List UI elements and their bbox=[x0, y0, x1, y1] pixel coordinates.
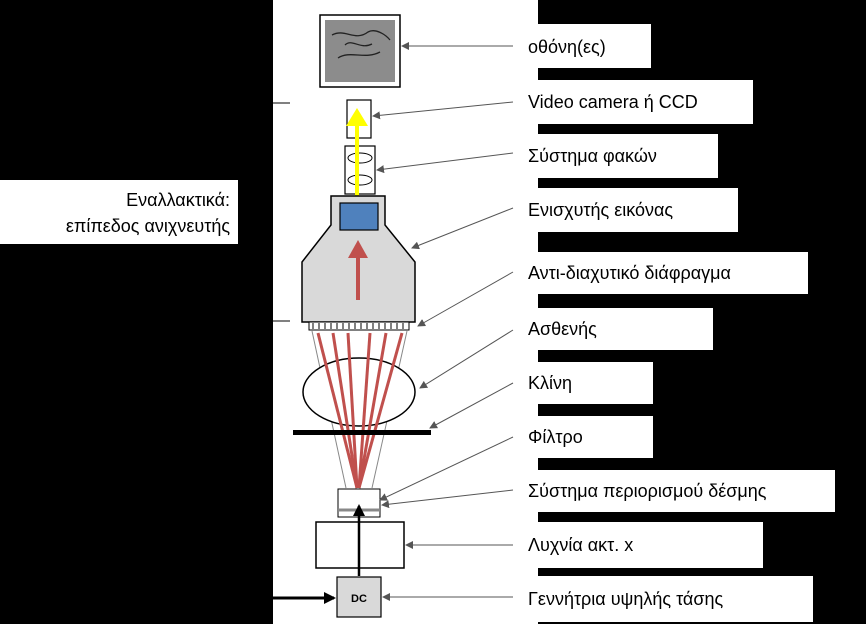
intensifier-screen bbox=[339, 202, 379, 231]
label-patient: Ασθενής bbox=[528, 319, 597, 339]
label-panel bbox=[513, 576, 813, 622]
label-panel bbox=[513, 24, 651, 68]
callout-grid bbox=[417, 271, 514, 327]
label-panel bbox=[513, 470, 835, 512]
label-panel bbox=[513, 362, 653, 404]
label-collimator: Σύστημα περιορισμού δέσμης bbox=[528, 481, 767, 501]
monitor-screen bbox=[325, 20, 395, 82]
label-camera: Video camera ή CCD bbox=[528, 92, 698, 112]
label-intensifier: Ενισχυτής εικόνας bbox=[528, 200, 673, 220]
patient-body bbox=[302, 357, 416, 427]
callout-intensifier bbox=[411, 207, 514, 250]
bed bbox=[293, 430, 431, 435]
label-lenses: Σύστημα φακών bbox=[528, 146, 657, 166]
callout-filter bbox=[379, 436, 514, 501]
anti-scatter-grid bbox=[308, 321, 410, 331]
label-panel bbox=[513, 188, 738, 232]
label-panel bbox=[513, 80, 753, 124]
dc-label: DC bbox=[351, 593, 367, 605]
callout-bed bbox=[429, 382, 514, 429]
label-generator: Γεννήτρια υψηλής τάσης bbox=[528, 589, 723, 609]
label-panel bbox=[513, 252, 808, 294]
label-bed: Κλίνη bbox=[528, 373, 572, 393]
side-note-line1: Εναλλακτικά: bbox=[126, 190, 230, 210]
lens-system bbox=[344, 145, 376, 195]
x-ray-beams bbox=[316, 332, 404, 489]
label-tube: Λυχνία ακτ. x bbox=[528, 535, 633, 555]
callout-camera bbox=[372, 101, 514, 120]
label-panel bbox=[513, 308, 713, 350]
label-filter: Φίλτρο bbox=[528, 427, 583, 447]
side-note-panel bbox=[0, 180, 238, 244]
callout-collimator bbox=[381, 489, 514, 509]
label-panel bbox=[513, 416, 653, 458]
label-panel bbox=[513, 522, 763, 568]
callout-patient bbox=[419, 329, 514, 389]
label-monitor: οθόνη(ες) bbox=[528, 37, 606, 57]
label-panel bbox=[513, 134, 718, 178]
label-grid: Αντι-διαχυτικό διάφραγμα bbox=[528, 263, 731, 283]
callout-lenses bbox=[376, 152, 514, 174]
dc-generator bbox=[336, 576, 382, 618]
side-note-line2: επίπεδος ανιχνευτής bbox=[66, 216, 230, 236]
